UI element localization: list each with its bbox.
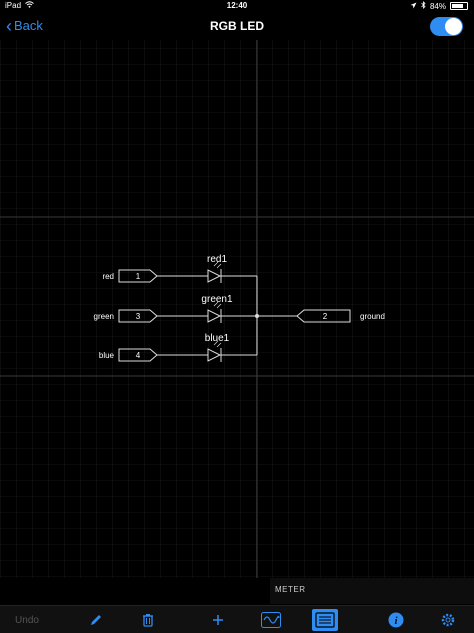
grid-minor [0,40,474,578]
chevron-left-icon: ‹ [6,15,12,36]
diode-label-red1: red1 [207,254,227,265]
location-icon [410,2,417,11]
status-time: 12:40 [226,1,248,10]
port-blue-shape [118,348,158,362]
bottom-toolbar: Undo i [0,605,474,633]
navigation-bar: ‹ Back RGB LED [0,12,474,40]
bluetooth-icon [421,1,426,11]
input-blue[interactable] [118,348,208,362]
output-ground[interactable] [296,309,351,323]
toggle-knob [445,18,462,35]
back-button-label: Back [14,18,43,33]
plus-icon[interactable] [208,609,228,631]
undo-button[interactable]: Undo [15,614,39,626]
svg-text:i: i [394,615,398,627]
battery-icon [450,2,468,10]
input-label-blue: blue [99,351,115,360]
battery-percent: 84% [429,1,446,11]
status-bar: iPad 12:40 84% [0,0,474,12]
port-number-ground: 2 [323,312,328,321]
diode-blue1[interactable] [207,340,257,362]
page-title: RGB LED [210,19,264,33]
port-green-shape [118,309,158,323]
wifi-icon [25,1,34,10]
diode-label-green1: green1 [201,294,233,305]
trash-icon[interactable] [138,609,158,631]
port-ground-shape [296,309,351,323]
meter-label: METER [275,585,306,594]
junction-dot [255,314,259,318]
back-button[interactable]: ‹ Back [6,15,43,36]
input-red[interactable] [118,269,208,283]
input-label-green: green [94,312,114,321]
input-green[interactable] [118,309,208,323]
meter-panel[interactable] [270,578,474,604]
info-icon[interactable]: i [386,609,406,631]
gear-icon[interactable] [438,609,458,631]
toggle-switch[interactable] [430,17,463,36]
schematic-canvas[interactable]: red 1 green 3 blue 4 red1 green1 blue1 2… [0,40,474,578]
diode-label-blue1: blue1 [205,333,230,344]
port-red-shape [118,269,158,283]
port-number-red: 1 [136,272,141,281]
input-label-red: red [102,272,114,281]
port-number-green: 3 [136,312,141,321]
waveform-icon[interactable] [260,609,282,631]
device-name: iPad [5,1,22,10]
output-label-ground: ground [360,312,385,321]
diode-red1[interactable] [207,261,257,283]
port-number-blue: 4 [136,351,141,360]
list-icon[interactable] [312,609,338,631]
pencil-icon[interactable] [86,609,106,631]
